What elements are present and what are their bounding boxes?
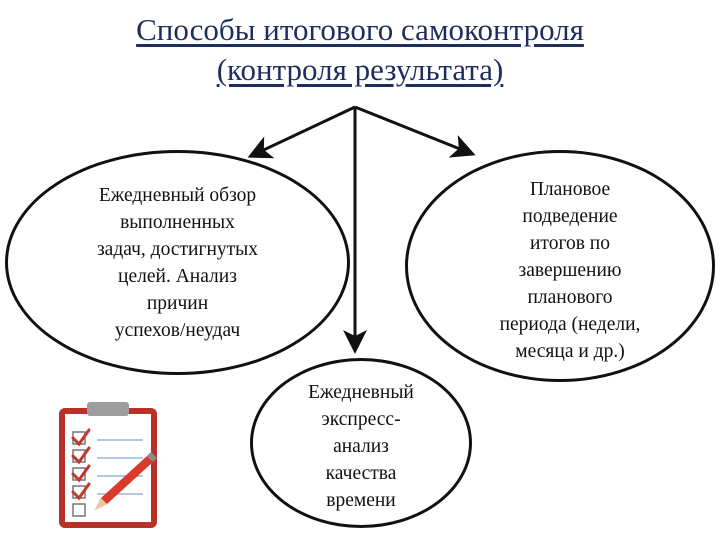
- page-title: Способы итогового самоконтроля (контроля…: [0, 10, 720, 90]
- title-line-2: (контроля результата): [216, 52, 504, 87]
- arrow-to-right: [354, 105, 476, 158]
- node-express-analysis-text: Ежедневный экспресс- анализ качества вре…: [308, 381, 414, 511]
- node-planned-summary-text: Плановое подведение итогов по завершению…: [499, 178, 641, 362]
- node-planned-summary: Плановое подведение итогов по завершению…: [405, 150, 715, 382]
- node-daily-review: Ежедневный обзор выполненных задач, дост…: [5, 150, 350, 375]
- clipboard-checklist-icon: [59, 402, 157, 528]
- node-daily-review-text: Ежедневный обзор выполненных задач, дост…: [96, 184, 259, 341]
- title-line-1: Способы итогового самоконтроля: [136, 12, 584, 47]
- arrow-to-left: [247, 105, 356, 159]
- node-express-analysis: Ежедневный экспресс- анализ качества вре…: [250, 358, 472, 528]
